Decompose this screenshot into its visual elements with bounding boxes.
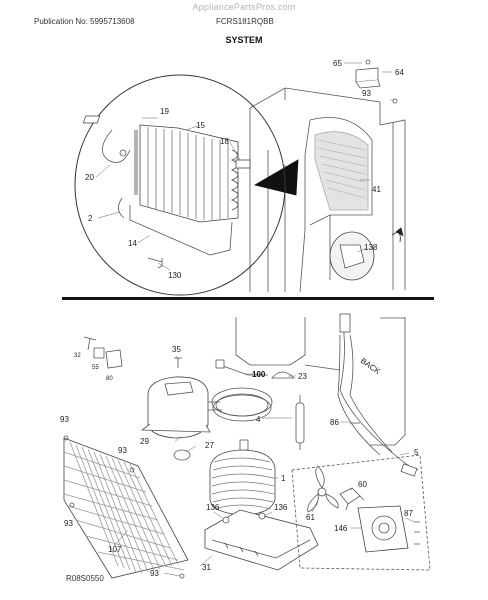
condenser-coil-1 [209, 439, 276, 516]
leader-lines [95, 62, 415, 577]
callout-130: 130 [168, 271, 182, 280]
power-cord-100 [211, 359, 273, 422]
callout-32: 32 [74, 353, 81, 359]
base-tray-31 [204, 509, 319, 571]
grommet-27 [173, 449, 191, 461]
callout-19: 19 [160, 107, 169, 116]
condenser-coil [134, 124, 239, 223]
compressor-29 [140, 376, 222, 439]
callout-93-bottom: 93 [150, 569, 159, 578]
detail-circle [74, 74, 286, 296]
screw-93-top [392, 98, 398, 104]
relay-components [83, 336, 123, 369]
callout-23: 23 [298, 372, 307, 381]
callout-93-top: 93 [362, 89, 371, 98]
filter-dryer-4 [295, 395, 305, 450]
callout-93-left: 93 [60, 415, 69, 424]
callout-35: 35 [172, 345, 181, 354]
callout-1: 1 [281, 474, 286, 483]
callout-138: 138 [364, 243, 378, 252]
grommet-136-b [258, 512, 266, 520]
callout-61: 61 [306, 513, 315, 522]
cabinet-lower-outline [235, 317, 406, 446]
grille-107 [63, 437, 189, 579]
callout-41: 41 [372, 185, 381, 194]
fan-assembly-box [291, 454, 431, 571]
diagram-code: R08S0550 [66, 574, 104, 583]
callout-31: 31 [202, 563, 211, 572]
wire-20 [102, 129, 131, 163]
callout-86: 86 [330, 418, 339, 427]
callout-27: 27 [205, 441, 214, 450]
section-divider [62, 297, 434, 300]
watermark: AppliancePartsPros.com [192, 2, 296, 12]
screw-93-mid [129, 467, 135, 473]
callout-2: 2 [88, 214, 93, 223]
fan-motor-60 [339, 487, 365, 511]
fan-shroud-146 [357, 505, 409, 553]
pad-18 [235, 159, 251, 169]
callout-93-mid: 93 [118, 446, 127, 455]
callout-15: 15 [196, 121, 205, 130]
callout-100: 100 [252, 370, 266, 379]
callout-18: 18 [220, 137, 229, 146]
screw-93-bottom [179, 573, 185, 579]
evaporator-shadow [314, 131, 369, 211]
callout-93-low: 93 [64, 519, 73, 528]
clip-138-inset [329, 227, 404, 281]
back-label: BACK [359, 356, 383, 376]
section-title: SYSTEM [225, 35, 263, 45]
callout-55: 55 [92, 365, 99, 371]
pad-19 [82, 115, 101, 124]
callout-136-a: 136 [206, 503, 220, 512]
detail-pointer-arrow [253, 159, 299, 196]
callout-107: 107 [108, 545, 122, 554]
fan-blade-61 [307, 465, 339, 513]
publication-number: Publication No: 5995713608 [34, 17, 135, 26]
callout-60: 60 [358, 480, 367, 489]
tube-14 [129, 205, 233, 256]
model-number: FCRS181RQBB [216, 17, 274, 26]
cabinet-upper-outline [249, 87, 406, 293]
clip-2 [118, 197, 125, 219]
bracket-64 [355, 59, 381, 89]
callout-64: 64 [395, 68, 404, 77]
callout-146: 146 [334, 524, 348, 533]
callout-80: 80 [106, 376, 113, 382]
callout-65: 65 [333, 59, 342, 68]
callout-5: 5 [414, 448, 419, 457]
cover-23 [271, 371, 295, 379]
callout-136-b: 136 [274, 503, 288, 512]
callout-14: 14 [128, 239, 137, 248]
connector-20 [119, 149, 127, 157]
screw-93-low [69, 502, 75, 508]
callout-4: 4 [256, 415, 261, 424]
screw-130 [147, 257, 163, 269]
screws-87 [414, 521, 420, 545]
grommet-136-a [222, 516, 230, 524]
callout-29: 29 [140, 437, 149, 446]
callout-87: 87 [404, 509, 413, 518]
callout-20: 20 [85, 173, 94, 182]
screw-93-left [63, 435, 69, 441]
wire-harness [337, 313, 419, 477]
